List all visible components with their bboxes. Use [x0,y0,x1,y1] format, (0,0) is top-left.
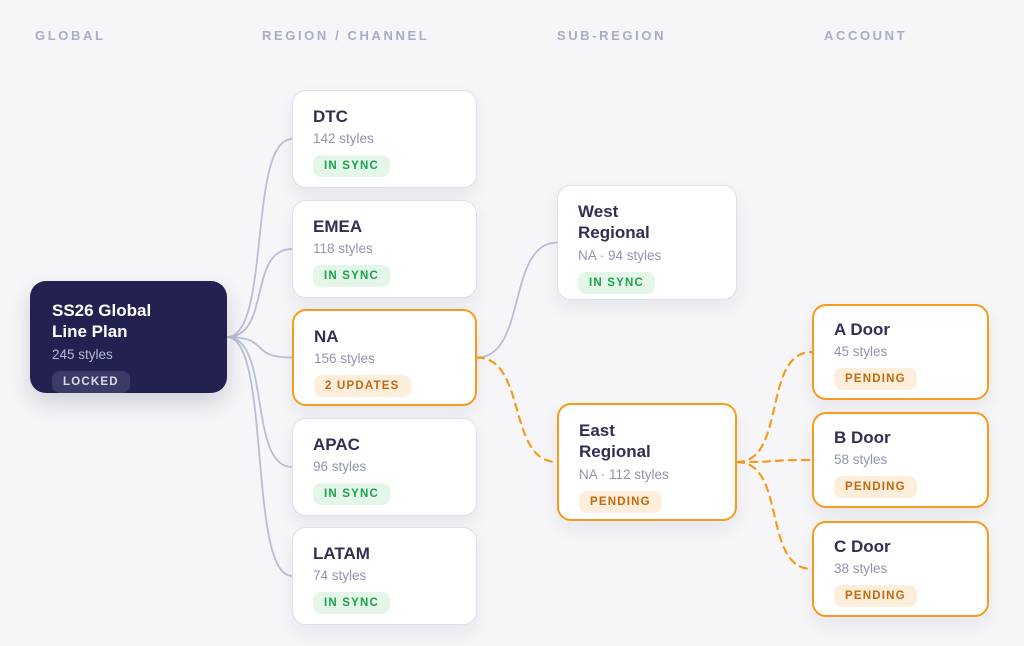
node-title: C Door [834,537,891,556]
node-title: A Door [834,320,891,339]
node-na[interactable]: NA 156 styles 2 UPDATES [292,309,477,406]
status-badge-in-sync: IN SYNC [313,592,391,615]
edge-global-dtc [226,138,293,338]
column-header-global: GLOBAL [35,28,106,43]
node-title: EMEA [313,217,363,236]
status-badge-in-sync: IN SYNC [313,265,391,288]
node-style-count: 142 styles [313,131,374,147]
edge-global-apac [226,336,293,468]
node-style-count: NA · 94 styles [578,247,662,263]
node-style-count: 58 styles [834,452,888,468]
node-west-regional[interactable]: West Regional NA · 94 styles IN SYNC [557,185,737,300]
status-badge-in-sync: IN SYNC [313,155,391,178]
column-header-account: ACCOUNT [824,28,908,43]
status-badge-pending: PENDING [834,368,917,391]
node-style-count: 38 styles [834,561,888,577]
edge-global-latam [226,336,293,577]
status-badge-in-sync: IN SYNC [313,483,391,506]
column-header-sub-region: SUB-REGION [557,28,667,43]
node-east-regional[interactable]: East Regional NA · 112 styles PENDING [557,403,737,521]
node-style-count: 74 styles [313,568,367,584]
edge-east_regional-a_door [735,350,814,464]
node-apac[interactable]: APAC 96 styles IN SYNC [292,418,477,516]
column-header-region-channel: REGION / CHANNEL [262,28,430,43]
node-global-line-plan[interactable]: SS26 Global Line Plan 245 styles LOCKED [30,281,227,393]
node-title: APAC [313,435,360,454]
node-title: DTC [313,107,348,126]
edge-global-emea [226,248,293,338]
node-c-door[interactable]: C Door 38 styles PENDING [812,521,989,617]
node-latam[interactable]: LATAM 74 styles IN SYNC [292,527,477,625]
edge-east_regional-b_door [735,458,814,464]
node-title: East Regional [579,421,651,462]
edge-na-west_regional [476,241,558,359]
edge-global-na [226,336,293,359]
node-a-door[interactable]: A Door 45 styles PENDING [812,304,989,400]
node-style-count: 118 styles [313,241,373,257]
node-title: SS26 Global Line Plan [52,301,152,342]
node-title: LATAM [313,544,370,563]
node-dtc[interactable]: DTC 142 styles IN SYNC [292,90,477,188]
edge-east_regional-c_door [735,460,814,571]
status-badge-in-sync: IN SYNC [578,271,656,294]
status-badge-pending: PENDING [834,585,917,608]
node-title: B Door [834,428,891,447]
node-emea[interactable]: EMEA 118 styles IN SYNC [292,200,477,298]
node-style-count: 245 styles [52,346,113,362]
status-badge-pending: PENDING [579,490,662,513]
node-title: West Regional [578,202,650,243]
node-style-count: 45 styles [834,344,888,360]
node-b-door[interactable]: B Door 58 styles PENDING [812,412,989,508]
node-style-count: 156 styles [314,351,375,367]
node-style-count: 96 styles [313,459,367,475]
edge-na-east_regional [475,356,559,464]
node-title: NA [314,327,339,346]
node-style-count: NA · 112 styles [579,466,669,482]
status-badge-pending: PENDING [834,476,917,499]
status-badge-updates: 2 UPDATES [314,375,411,398]
status-badge-locked: LOCKED [52,370,130,393]
